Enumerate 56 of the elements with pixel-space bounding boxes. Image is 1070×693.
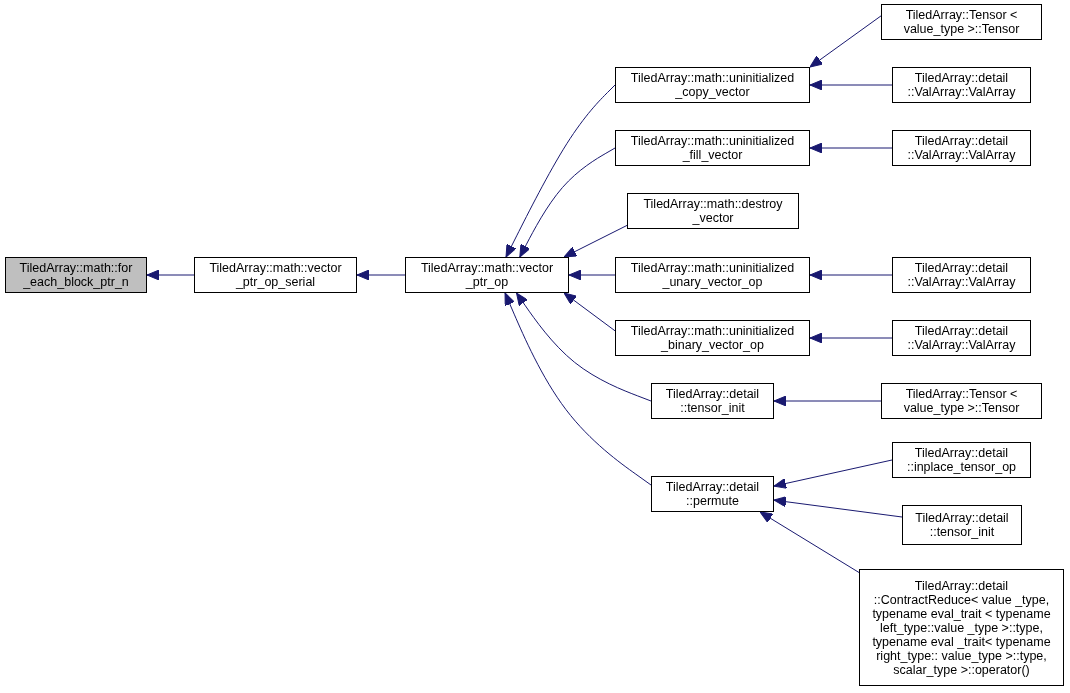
function-box — [892, 67, 1031, 103]
function-box — [881, 4, 1042, 40]
function-box — [902, 505, 1022, 545]
function-name: TiledArray::detail ::permute — [664, 480, 761, 508]
function-box — [651, 476, 774, 512]
function-name: TiledArray::detail ::tensor_init — [914, 511, 1010, 539]
function-name: TiledArray::math::vector _ptr_op — [419, 261, 555, 289]
function-name: TiledArray::detail ::ValArray::ValArray — [906, 134, 1017, 162]
call-arrow — [809, 15, 882, 68]
call-arrow — [356, 269, 406, 281]
function-name: TiledArray::math::uninitialized _unary_vector_op — [629, 261, 796, 289]
function-box — [892, 257, 1031, 293]
call-arrow — [773, 459, 893, 489]
function-name: TiledArray::math::uninitialized _fill_vector — [629, 134, 796, 162]
function-box — [194, 257, 357, 293]
call-arrow — [505, 84, 616, 258]
function-name: TiledArray::detail ::ValArray::ValArray — [906, 324, 1017, 352]
call-arrow — [759, 511, 860, 573]
call-arrow — [516, 292, 652, 402]
call-arrow — [809, 79, 893, 91]
function-name: TiledArray::math::uninitialized _copy_vector — [629, 71, 796, 99]
function-box — [615, 320, 810, 356]
function-box — [859, 569, 1064, 686]
function-name: TiledArray::detail ::tensor_init — [664, 387, 761, 415]
function-box — [615, 130, 810, 166]
call-arrow — [568, 269, 616, 281]
function-name: TiledArray::math::destroy _vector — [642, 197, 784, 225]
function-name: TiledArray::Tensor < value_type >::Tensor — [902, 8, 1021, 36]
function-name: TiledArray::math::for _each_block_ptr_n — [18, 261, 134, 289]
function-box — [627, 193, 799, 229]
function-box — [881, 383, 1042, 419]
function-box — [405, 257, 569, 293]
call-arrow — [519, 147, 616, 258]
function-name: TiledArray::detail ::ValArray::ValArray — [906, 71, 1017, 99]
function-name: TiledArray::detail ::ContractReduce< value _type, typename eval_trait < typename left_type::value _type >::type, typename eval _trait< typename right_type:: value_type >::type, scalar_type >::operator() — [871, 578, 1052, 677]
call-arrow — [809, 332, 893, 344]
call-arrow — [809, 142, 893, 154]
call-arrow — [773, 496, 903, 518]
call-arrow — [146, 269, 195, 281]
function-name: TiledArray::Tensor < value_type >::Tensor — [902, 387, 1021, 415]
call-arrow — [504, 292, 652, 486]
function-box — [615, 67, 810, 103]
function-box — [5, 257, 147, 293]
function-box — [651, 383, 774, 419]
function-box — [615, 257, 810, 293]
function-name: TiledArray::detail ::ValArray::ValArray — [906, 261, 1017, 289]
call-arrow — [809, 269, 893, 281]
call-arrow — [563, 224, 628, 258]
function-name: TiledArray::math::uninitialized _binary_vector_op — [629, 324, 796, 352]
call-arrow — [563, 292, 616, 332]
function-box — [892, 442, 1031, 478]
function-name: TiledArray::detail ::inplace_tensor_op — [905, 446, 1018, 474]
function-name: TiledArray::math::vector _ptr_op_serial — [208, 261, 343, 289]
function-box — [892, 320, 1031, 356]
call-arrow — [773, 395, 882, 407]
function-box — [892, 130, 1031, 166]
